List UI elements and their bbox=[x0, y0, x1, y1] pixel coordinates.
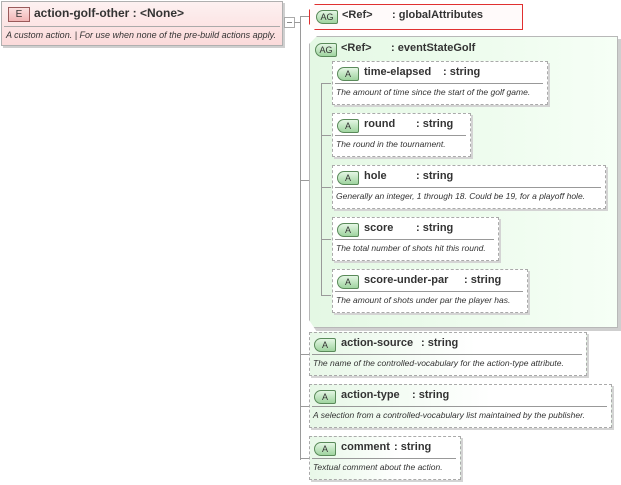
attribute-name: score bbox=[364, 222, 394, 234]
attribute-description: The round in the tournament. bbox=[336, 139, 446, 149]
attribute-type: : string bbox=[416, 222, 454, 234]
inner-connector-trunk bbox=[321, 83, 322, 295]
attribute-type: : string bbox=[464, 274, 502, 286]
attribute-divider bbox=[335, 187, 601, 188]
connector-line bbox=[300, 180, 310, 181]
attribute-divider bbox=[312, 458, 456, 459]
ref-label: <Ref> bbox=[342, 9, 373, 21]
inner-connector-line bbox=[321, 239, 331, 240]
inner-connector-line bbox=[321, 295, 331, 296]
attribute-description: The name of the controlled-vocabulary fo… bbox=[313, 358, 564, 368]
attribute-name: comment bbox=[341, 441, 390, 453]
attribute-divider bbox=[312, 354, 582, 355]
attribute-name: action-source bbox=[341, 337, 414, 349]
group-name: : eventStateGolf bbox=[391, 42, 476, 54]
connector-line bbox=[300, 458, 310, 459]
attribute-hole[interactable]: A hole : string Generally an integer, 1 … bbox=[332, 165, 606, 209]
attribute-group-ref-global-attributes[interactable]: AG <Ref> : globalAttributes bbox=[309, 4, 523, 30]
attribute-type: : string bbox=[416, 118, 454, 130]
attribute-action-type[interactable]: A action-type : string A selection from … bbox=[309, 384, 612, 428]
attribute-divider bbox=[335, 291, 523, 292]
attribute-divider bbox=[335, 83, 543, 84]
attribute-name: time-elapsed bbox=[364, 66, 432, 78]
attribute-type: : string bbox=[421, 337, 459, 349]
attribute-name: score-under-par bbox=[364, 274, 449, 286]
attribute-divider bbox=[335, 239, 494, 240]
attribute-description: Textual comment about the action. bbox=[313, 462, 443, 472]
attribute-round[interactable]: A round : string The round in the tourna… bbox=[332, 113, 471, 157]
attribute-type: : string bbox=[394, 441, 432, 453]
connector-line bbox=[300, 16, 310, 17]
ref-name: : globalAttributes bbox=[392, 9, 484, 21]
attribute-badge: A bbox=[337, 171, 359, 185]
attribute-description: A selection from a controlled-vocabulary… bbox=[313, 410, 585, 420]
element-type-separator: : bbox=[129, 6, 140, 20]
attribute-score-under-par[interactable]: A score-under-par : string The amount of… bbox=[332, 269, 528, 313]
element-action-golf-other[interactable]: E action-golf-other : <None> A custom ac… bbox=[1, 1, 283, 46]
element-divider bbox=[4, 26, 280, 27]
attribute-action-source[interactable]: A action-source : string The name of the… bbox=[309, 332, 587, 376]
connector-line bbox=[294, 22, 300, 23]
attribute-badge: A bbox=[314, 390, 336, 404]
attribute-score[interactable]: A score : string The total number of sho… bbox=[332, 217, 499, 261]
inner-connector-line bbox=[321, 135, 331, 136]
attribute-group-event-state-golf[interactable]: AG <Ref> : eventStateGolf A time-elapsed… bbox=[309, 36, 618, 328]
element-title: action-golf-other : <None> bbox=[34, 6, 184, 20]
attribute-description: The amount of time since the start of th… bbox=[336, 87, 531, 97]
attribute-type: : string bbox=[443, 66, 481, 78]
attribute-type: : string bbox=[416, 170, 454, 182]
attribute-badge: A bbox=[314, 338, 336, 352]
element-name: action-golf-other bbox=[34, 6, 130, 20]
attribute-name: hole bbox=[364, 170, 387, 182]
attribute-divider bbox=[312, 406, 607, 407]
attribute-name: action-type bbox=[341, 389, 400, 401]
connector-trunk bbox=[300, 16, 301, 460]
attribute-group-badge: AG bbox=[315, 43, 337, 57]
attribute-badge: A bbox=[337, 223, 359, 237]
attribute-group-badge: AG bbox=[316, 10, 338, 24]
element-description: A custom action. | For use when none of … bbox=[6, 30, 276, 40]
attribute-type: : string bbox=[412, 389, 450, 401]
attribute-description: The amount of shots under par the player… bbox=[336, 295, 511, 305]
attribute-comment[interactable]: A comment : string Textual comment about… bbox=[309, 436, 461, 480]
element-type: <None> bbox=[140, 6, 185, 20]
inner-connector-line bbox=[321, 83, 331, 84]
attribute-name: round bbox=[364, 118, 396, 130]
attribute-badge: A bbox=[337, 119, 359, 133]
inner-connector-line bbox=[321, 187, 331, 188]
attribute-badge: A bbox=[337, 67, 359, 81]
connector-line bbox=[300, 406, 310, 407]
connector-line bbox=[300, 354, 310, 355]
attribute-badge: A bbox=[337, 275, 359, 289]
attribute-badge: A bbox=[314, 442, 336, 456]
attribute-divider bbox=[335, 135, 466, 136]
element-badge: E bbox=[8, 7, 30, 22]
attribute-time-elapsed[interactable]: A time-elapsed : string The amount of ti… bbox=[332, 61, 548, 105]
attribute-description: Generally an integer, 1 through 18. Coul… bbox=[336, 191, 586, 201]
attribute-description: The total number of shots hit this round… bbox=[336, 243, 486, 253]
ref-label: <Ref> bbox=[341, 42, 372, 54]
